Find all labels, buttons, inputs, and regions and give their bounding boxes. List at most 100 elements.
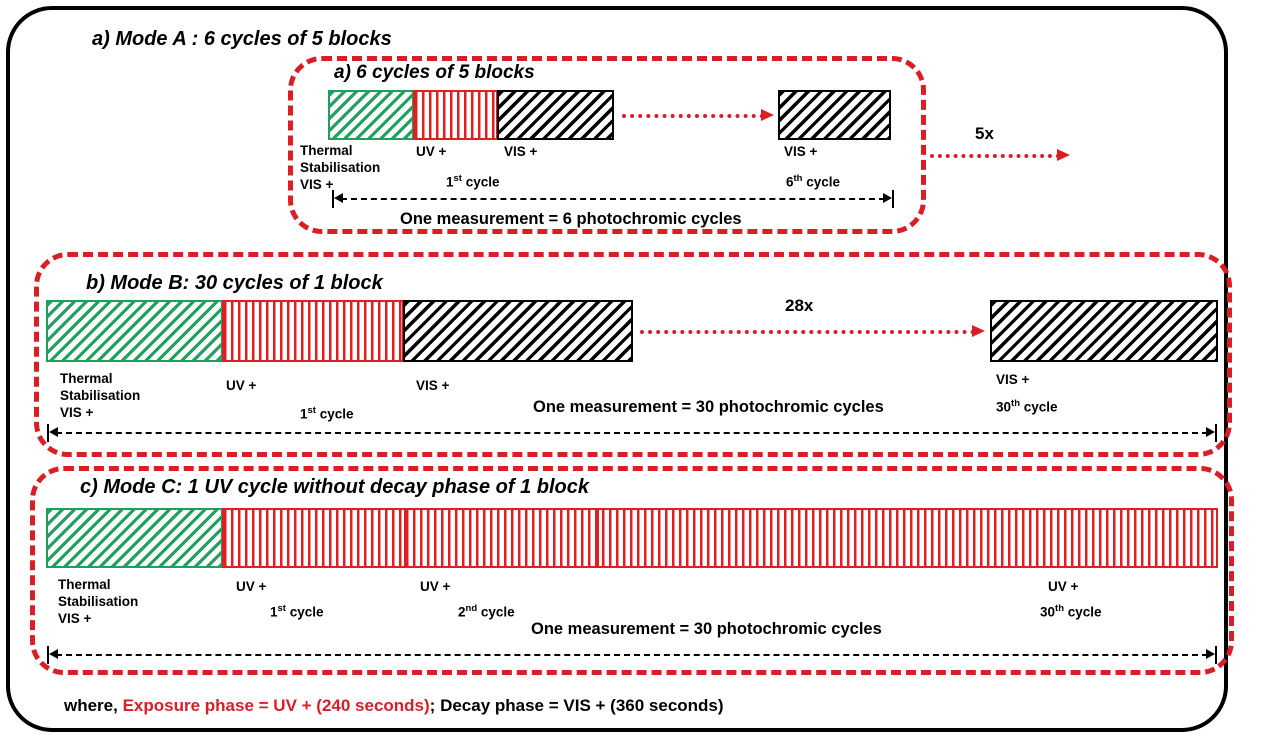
panel-a-label-thermal-l1: Thermal	[300, 143, 353, 158]
panel-a-label-vislast-text: VIS +	[784, 144, 818, 159]
panel-c-label-uv1-cycle-word: cycle	[289, 604, 324, 620]
panel-c-block-uv-run	[222, 508, 1218, 568]
panel-b-label-vislast-cycle-sup: th	[1011, 398, 1020, 409]
panel-c-label-uv1-cycle-num: 1	[270, 604, 278, 620]
panel-b-label-uv1-text: UV +	[226, 378, 257, 393]
panel-c-measurement-head-left	[49, 649, 58, 659]
panel-b-label-thermal: Thermal Stabilisation VIS +	[60, 370, 140, 421]
panel-c-measurement-head-right	[1206, 649, 1215, 659]
panel-c-label-uvlast-text: UV +	[1048, 579, 1079, 594]
panel-c-label-uvlast-cycle-word: cycle	[1067, 604, 1102, 620]
panel-b-label-vis1: VIS +	[416, 377, 449, 394]
panel-a-label-thermal-l3: VIS +	[300, 177, 334, 192]
panel-c-label-uvlast: UV +	[1048, 578, 1078, 595]
panel-a-title: a) 6 cycles of 5 blocks	[334, 62, 535, 83]
panel-b-block-thermal	[46, 300, 223, 362]
panel-a-continuation-arrowhead	[761, 109, 774, 121]
panel-a-repeat-arrowhead	[1057, 149, 1070, 161]
panel-a-label-vis1: VIS +	[504, 143, 537, 160]
panel-a-label-thermal-l2: Stabilisation	[300, 160, 381, 175]
panel-c-label-uv1-text: UV +	[236, 579, 267, 594]
panel-a-measurement-head-left	[334, 193, 343, 203]
panel-c-label-uvlast-cycle: 30th cycle	[1040, 600, 1102, 621]
panel-c-measurement-line	[56, 654, 1208, 656]
panel-b-continuation-arrowhead	[972, 325, 985, 337]
panel-a-continuation-line	[622, 114, 764, 118]
panel-b-block-vis-last	[990, 300, 1218, 362]
outer-frame	[6, 6, 1228, 732]
footer-exposure-phase: Exposure phase = UV + (240 seconds)	[122, 696, 430, 715]
panel-a-label-uv1-cycle: 1st cycle	[446, 170, 500, 191]
panel-b-label-thermal-l3: VIS +	[60, 405, 94, 420]
panel-a-label-vislast: VIS +	[784, 143, 817, 160]
panel-a-label-vislast-cycle-word: cycle	[806, 174, 841, 190]
panel-b-block-uv-1	[222, 300, 404, 362]
panel-b-label-vislast-cycle-word: cycle	[1023, 399, 1058, 415]
panel-b-label-uv1: UV +	[226, 377, 256, 394]
panel-a-label-uv1-cycle-sup: st	[453, 173, 462, 184]
panel-b-continuation-line	[640, 330, 975, 334]
panel-b-measurement-line	[56, 432, 1208, 434]
panel-b-label-thermal-l1: Thermal	[60, 371, 113, 386]
panel-c-label-uv2: UV +	[420, 578, 450, 595]
panel-b-repeat-label: 28x	[785, 296, 814, 315]
panel-c-label-uvlast-cycle-num: 30	[1040, 604, 1056, 620]
panel-b-measurement-head-left	[49, 427, 58, 437]
panel-c-label-uv2-cycle-num: 2	[458, 604, 466, 620]
panel-c-label-uv1: UV +	[236, 578, 266, 595]
panel-b-measurement-caption: One measurement = 30 photochromic cycles	[533, 398, 884, 416]
panel-c-measurement-caption: One measurement = 30 photochromic cycles	[531, 620, 882, 638]
footer-separator: ;	[429, 696, 441, 715]
panel-a-label-vislast-cycle: 6th cycle	[786, 170, 840, 191]
panel-c-label-thermal: Thermal Stabilisation VIS +	[58, 576, 138, 627]
panel-c-label-uv2-text: UV +	[420, 579, 451, 594]
panel-c-label-thermal-l3: VIS +	[58, 611, 92, 626]
panel-a-repeat-line	[930, 154, 1060, 158]
panel-a-measurement-bar-left	[332, 190, 334, 208]
panel-a-label-thermal: Thermal Stabilisation VIS +	[300, 142, 380, 193]
panel-b-label-vis1-text: VIS +	[416, 378, 450, 393]
panel-c-title: c) Mode C: 1 UV cycle without decay phas…	[80, 476, 590, 498]
figure-title: a) Mode A : 6 cycles of 5 blocks	[92, 28, 392, 50]
panel-c-measurement-arrow	[47, 646, 1217, 664]
panel-c-cycle-divider-2	[596, 510, 599, 566]
panel-b-label-uv1-cycle: 1st cycle	[300, 402, 354, 423]
panel-a-label-vislast-cycle-sup: th	[793, 173, 803, 184]
panel-b-measurement-bar-right	[1215, 424, 1217, 442]
panel-c-dashed-box	[30, 466, 1234, 675]
panel-b-label-thermal-l2: Stabilisation	[60, 388, 141, 403]
panel-c-label-uv2-cycle-sup: nd	[465, 603, 478, 614]
panel-c-measurement-bar-right	[1215, 646, 1217, 664]
panel-a-label-uv1: UV +	[416, 143, 446, 160]
footer-legend: where, Exposure phase = UV + (240 second…	[64, 696, 724, 716]
panel-b-measurement-arrow	[47, 424, 1217, 442]
panel-b-dashed-box	[34, 252, 1232, 457]
panel-a-label-vislast-cycle-num: 6	[786, 174, 794, 190]
panel-b-label-vislast-cycle: 30th cycle	[996, 395, 1058, 416]
panel-a-continuation-arrow	[622, 109, 774, 121]
panel-c-label-uv1-cycle-sup: st	[277, 603, 286, 614]
panel-c-label-thermal-l1: Thermal	[58, 577, 111, 592]
footer-prefix: where,	[64, 696, 123, 715]
panel-a-repeat-arrow	[930, 149, 1070, 161]
panel-b-label-vislast-cycle-num: 30	[996, 399, 1012, 415]
panel-c-block-thermal	[46, 508, 223, 568]
panel-a-measurement-arrow	[332, 190, 894, 208]
panel-a-label-uv1-text: UV +	[416, 144, 447, 159]
panel-c-label-uv2-cycle: 2nd cycle	[458, 600, 515, 621]
panel-b-continuation-arrow	[640, 325, 985, 337]
panel-a-block-vis-1	[497, 90, 614, 140]
panel-c-cycle-divider-1	[404, 510, 407, 566]
panel-a-repeat-label: 5x	[975, 124, 994, 143]
panel-a-label-vis1-text: VIS +	[504, 144, 538, 159]
panel-b-label-uv1-cycle-num: 1	[300, 406, 308, 422]
panel-b-title: b) Mode B: 30 cycles of 1 block	[86, 272, 383, 294]
panel-a-dashed-box	[288, 56, 926, 234]
panel-a-label-uv1-cycle-word: cycle	[465, 174, 500, 190]
panel-c-label-uv2-cycle-word: cycle	[480, 604, 515, 620]
panel-a-block-thermal	[328, 90, 414, 140]
panel-a-measurement-caption: One measurement = 6 photochromic cycles	[400, 210, 742, 228]
panel-c-label-thermal-l2: Stabilisation	[58, 594, 139, 609]
panel-b-measurement-head-right	[1206, 427, 1215, 437]
